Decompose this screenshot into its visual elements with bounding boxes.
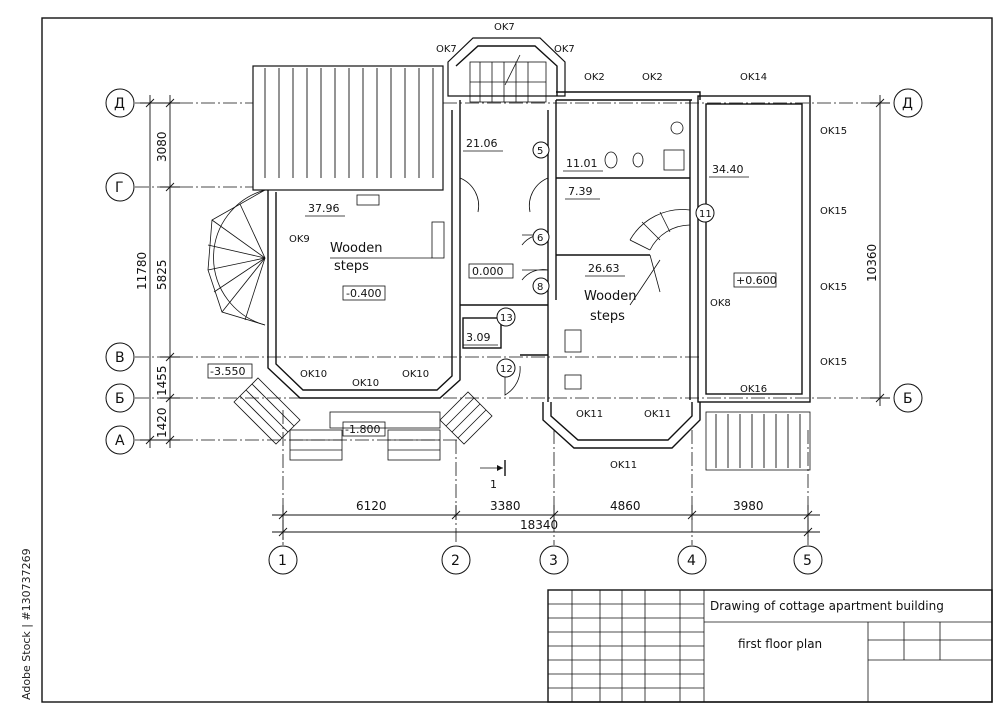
room-area-2: 21.06 (466, 137, 498, 150)
spiral-stair-left (207, 189, 266, 326)
axis-label-2: 2 (451, 553, 460, 569)
exterior-walls (252, 37, 811, 449)
window-ok7-right: OK7 (554, 44, 575, 55)
section-mark: 1 (480, 460, 506, 491)
door-8: 8 (537, 282, 543, 293)
axis-label-v-left: В (115, 350, 125, 366)
dim-bottom-1: 6120 (356, 499, 387, 513)
title-block-title: Drawing of cottage apartment building (710, 599, 944, 613)
window-ok15-1: OK15 (820, 126, 847, 137)
room-area-3: 11.01 (566, 157, 598, 170)
window-ok10-2: OK10 (352, 378, 379, 389)
door-markers: 5 6 8 11 12 13 (496, 141, 715, 378)
elevation-3: +0.600 (736, 274, 777, 287)
elevation-2: 0.000 (472, 265, 504, 278)
axis-label-1: 1 (278, 553, 287, 569)
note-wooden-steps-right: Wooden steps (584, 259, 661, 324)
door-6: 6 (537, 233, 543, 244)
dim-bottom-2: 3380 (490, 499, 521, 513)
watermark-text: Adobe Stock | #130737269 (20, 548, 33, 700)
window-ok10-1: OK10 (300, 369, 327, 380)
window-ok7-left: OK7 (436, 44, 457, 55)
spiral-stair-right (629, 209, 691, 293)
note-left-line1: Wooden (330, 241, 383, 256)
entrance-stairs (233, 377, 493, 461)
window-labels: OK7 OK7 OK7 OK2 OK2 OK14 OK9 OK15 OK15 O… (289, 22, 847, 471)
interior-walls (460, 100, 691, 402)
window-ok15-2: OK15 (820, 206, 847, 217)
door-12: 12 (500, 364, 513, 375)
elevation-4: -3.550 (210, 365, 245, 378)
axis-label-3: 3 (549, 553, 558, 569)
roof-hatch (264, 68, 434, 178)
axis-label-b-left: Б (115, 391, 125, 407)
axis-label-5: 5 (803, 553, 812, 569)
window-ok16: OK16 (740, 384, 767, 395)
window-ok2-1: OK2 (584, 72, 605, 83)
dimension-lines-right (870, 95, 890, 406)
axis-label-4: 4 (687, 553, 696, 569)
window-ok15-4: OK15 (820, 357, 847, 368)
axis-bubbles-right: Д Б (893, 88, 923, 413)
axis-bubbles-bottom: 1 2 3 4 5 (268, 545, 823, 575)
sheet-frame (41, 17, 993, 703)
elevation-5: -1.800 (345, 423, 380, 436)
axis-label-d-right: Д (902, 96, 913, 112)
axis-bubbles-left: Д Г В Б А (105, 88, 135, 455)
axis-lines (135, 102, 890, 545)
note-wooden-steps-left: Wooden steps (330, 241, 432, 274)
room-areas: 37.96 21.06 11.01 7.39 26.63 34.40 3.09 (305, 137, 749, 346)
door-5: 5 (537, 146, 543, 157)
section-mark-label: 1 (490, 478, 497, 491)
dim-left-1: 3080 (155, 131, 169, 162)
title-block-subtitle: first floor plan (738, 637, 822, 651)
axis-label-a-left: А (115, 433, 125, 449)
dimension-lines-bottom (272, 505, 820, 540)
dim-bottom-4: 3980 (733, 499, 764, 513)
dim-left-total: 11780 (135, 252, 149, 290)
roof-hatch-right (705, 411, 811, 471)
window-ok15-3: OK15 (820, 282, 847, 293)
room-area-5: 26.63 (588, 262, 620, 275)
window-ok11-2: OK11 (644, 409, 671, 420)
door-11: 11 (699, 209, 712, 220)
room-area-1: 37.96 (308, 202, 340, 215)
window-ok2-2: OK2 (642, 72, 663, 83)
window-ok11-1: OK11 (576, 409, 603, 420)
elevation-marks: -0.400 0.000 +0.600 -3.550 -1.800 (207, 263, 777, 437)
window-ok9: OK9 (289, 234, 310, 245)
dim-left-4: 1420 (155, 407, 169, 438)
window-ok7-top: OK7 (494, 22, 515, 33)
note-right-line2: steps (590, 309, 625, 324)
room-area-7: 3.09 (466, 331, 491, 344)
window-ok10-3: OK10 (402, 369, 429, 380)
title-block: Drawing of cottage apartment building fi… (547, 589, 993, 703)
dimension-lines-left (140, 95, 180, 448)
dim-left-2: 5825 (155, 259, 169, 290)
bathroom-fixtures (356, 121, 685, 390)
axis-label-d-left: Д (114, 96, 125, 112)
door-13: 13 (500, 313, 513, 324)
room-area-4: 7.39 (568, 185, 593, 198)
window-ok14: OK14 (740, 72, 767, 83)
axis-label-b-right: Б (903, 391, 913, 407)
dim-bottom-total: 18340 (520, 518, 558, 532)
tower-stair (469, 54, 547, 103)
room-area-6: 34.40 (712, 163, 744, 176)
note-right-line1: Wooden (584, 289, 637, 304)
dim-right-total: 10360 (865, 244, 879, 282)
note-left-line2: steps (334, 259, 369, 274)
dim-left-3: 1455 (155, 365, 169, 396)
dim-bottom-3: 4860 (610, 499, 641, 513)
window-ok11-3: OK11 (610, 460, 637, 471)
axis-label-g-left: Г (115, 180, 124, 196)
elevation-1: -0.400 (346, 287, 381, 300)
window-ok8: OK8 (710, 298, 731, 309)
